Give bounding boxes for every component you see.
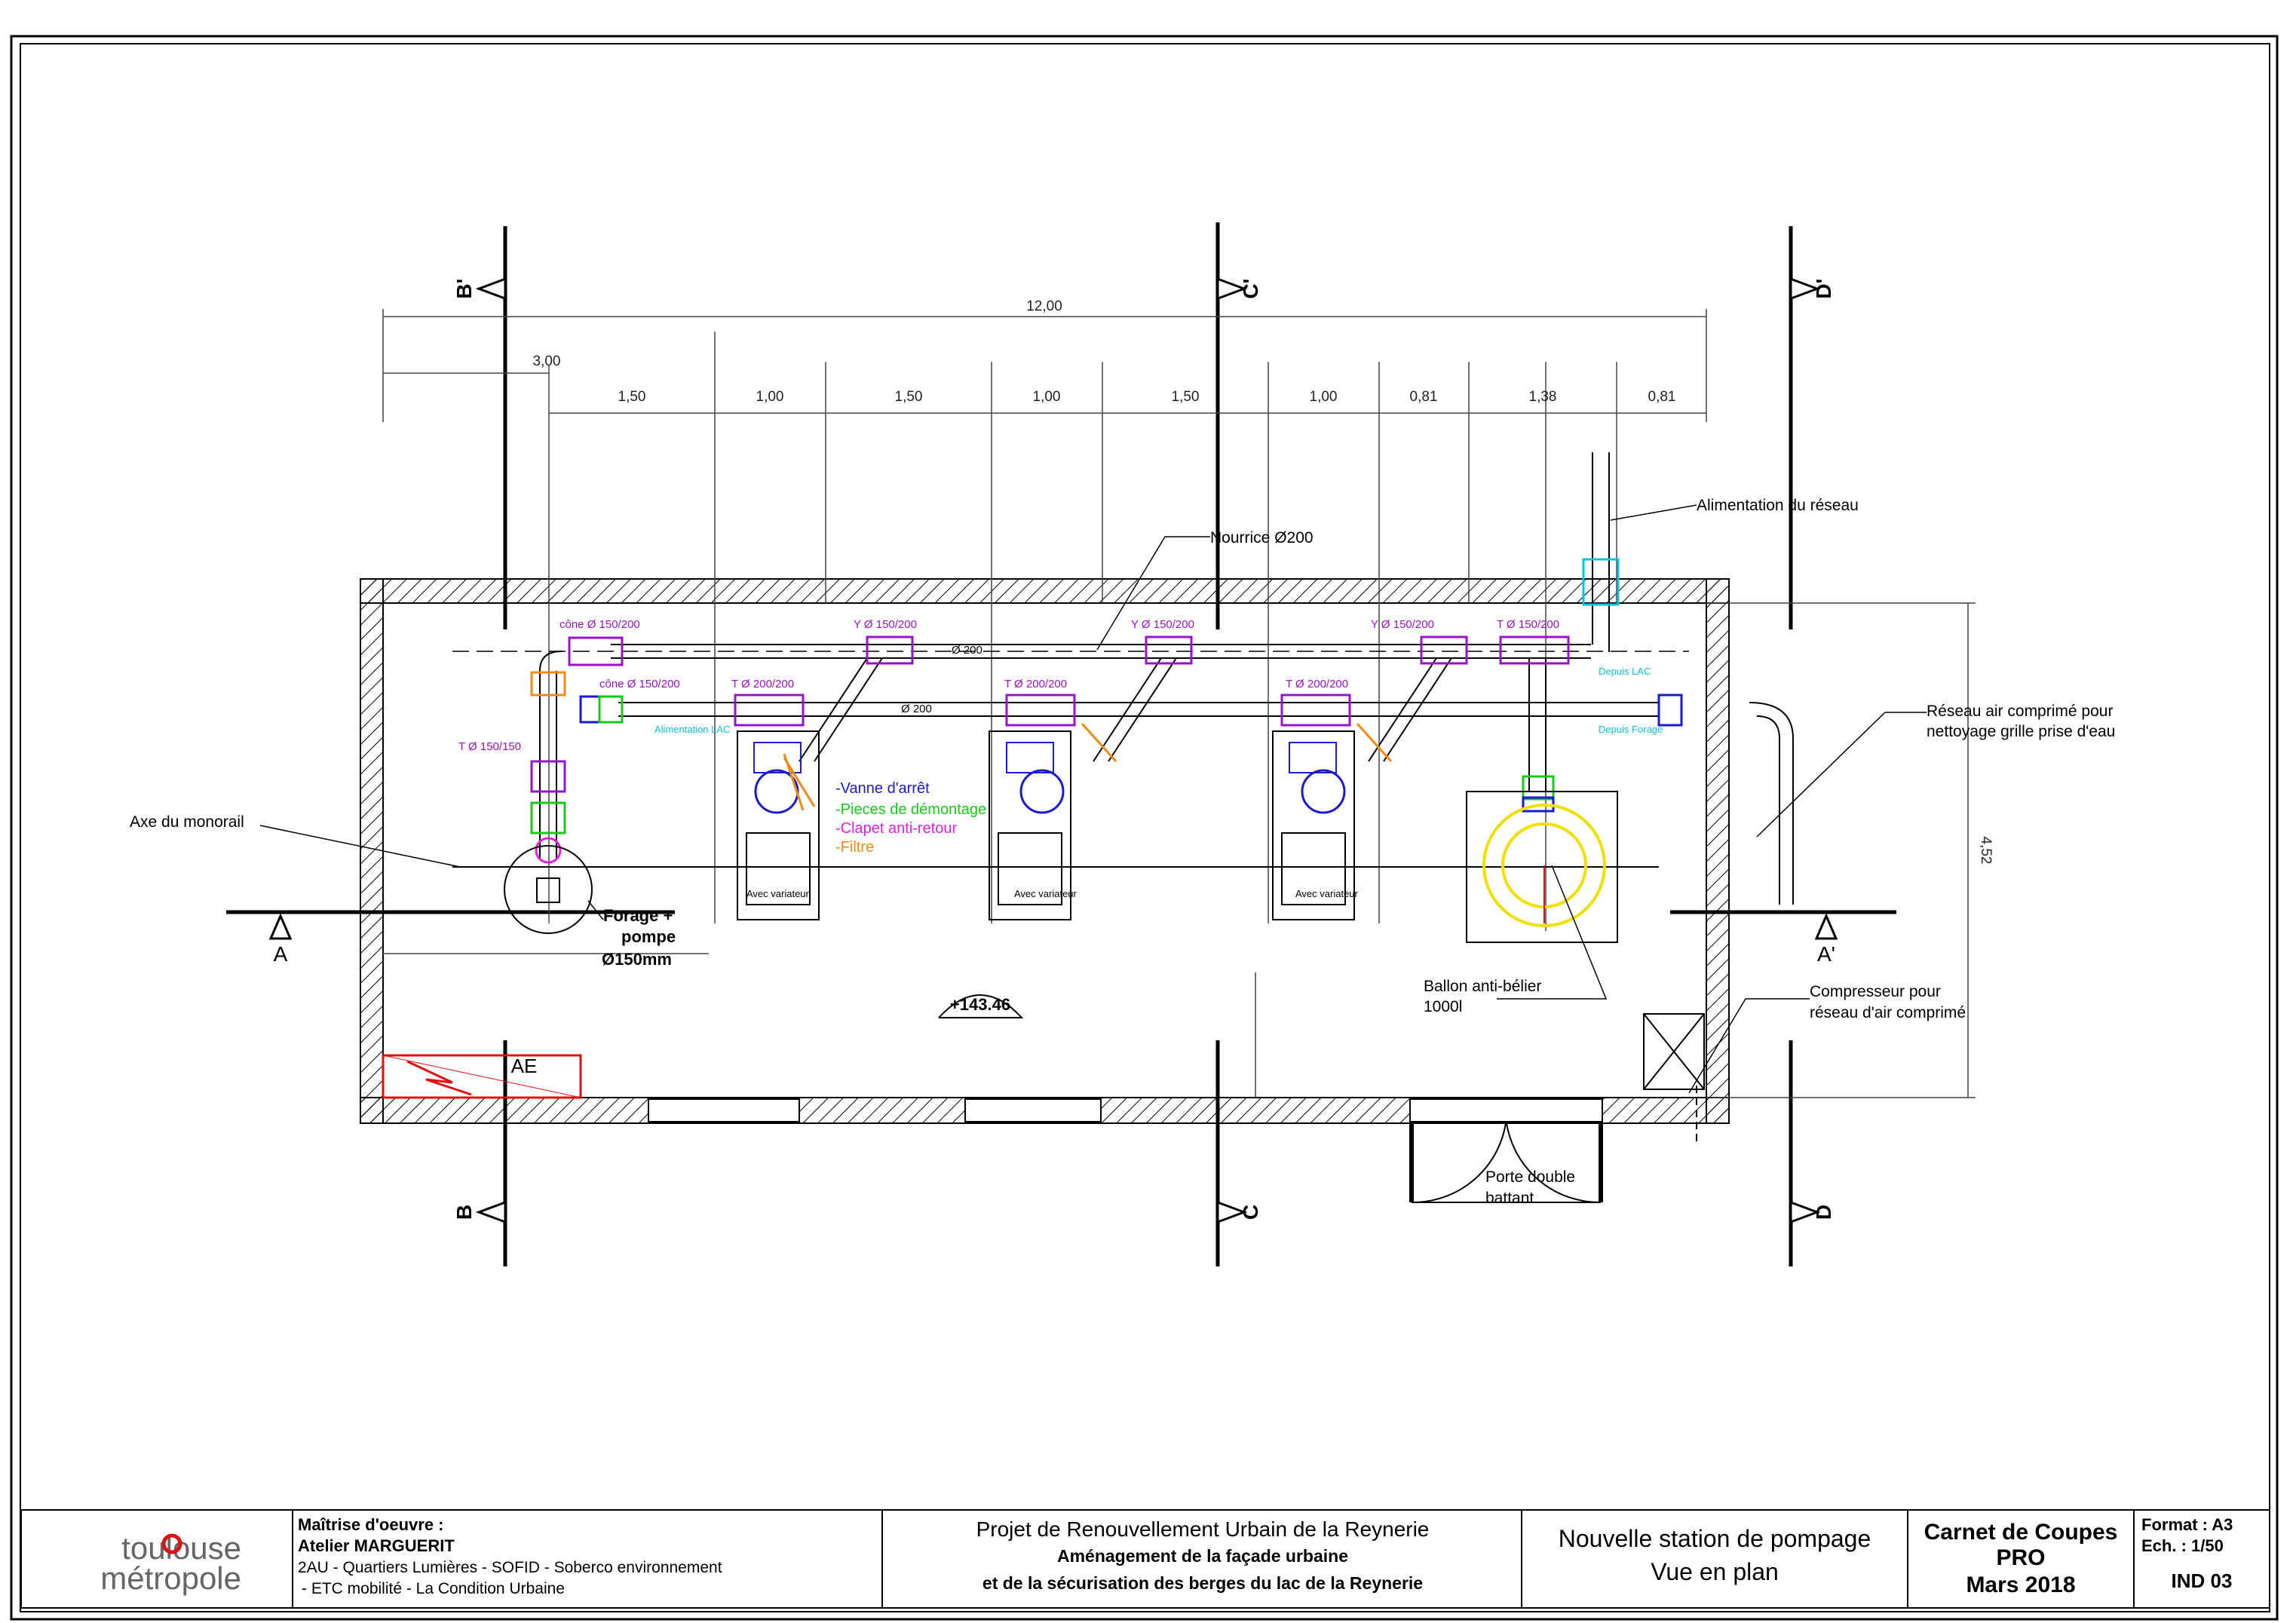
annotation-forage-line3: Ø150mm	[602, 950, 672, 969]
section-label-b-prime: B'	[452, 279, 476, 299]
ae-box	[382, 1054, 582, 1099]
dim-segment: 1,50	[895, 389, 923, 405]
annotation-alimentation: Alimentation du réseau	[1697, 497, 1859, 514]
annotation-air-line1: Réseau air comprimé pour	[1927, 703, 2113, 720]
dim-first: 3,00	[533, 354, 561, 369]
double-door	[1409, 1122, 1603, 1204]
ae-label: AE	[511, 1055, 538, 1077]
dim-segment: 1,50	[1172, 389, 1200, 405]
index-value: IND 03	[2172, 1569, 2233, 1592]
logo: toulouse métropole	[100, 1530, 241, 1596]
scale-value: Ech. : 1/50	[2141, 1536, 2224, 1555]
legend-pieces: -Pieces de démontage	[835, 801, 986, 818]
section-label-b: B	[452, 1205, 476, 1220]
annotation-ballon-line1: Ballon anti-bélier	[1424, 978, 1541, 995]
subject-line2: Vue en plan	[1651, 1558, 1779, 1585]
project-title: Projet de Renouvellement Urbain de la Re…	[976, 1517, 1430, 1541]
pipe-label-depuis-forage: Depuis Forage	[1599, 724, 1663, 735]
sheet-border-inner	[20, 43, 2270, 1612]
dim-segment: 1,00	[1033, 389, 1061, 405]
legend-filtre: -Filtre	[835, 839, 874, 856]
moe-name: Atelier MARGUERIT	[298, 1536, 455, 1555]
pump-3	[1272, 730, 1355, 920]
project-line3: et de la sécurisation des berges du lac …	[982, 1573, 1423, 1593]
pipe-label-depuis-lac: Depuis LAC	[1599, 666, 1651, 677]
carnet-line3: Mars 2018	[1966, 1572, 2075, 1597]
pipe-label-t3: T Ø 200/200	[1286, 678, 1348, 691]
pipe-label-d-mid: Ø 200	[901, 703, 932, 715]
annotation-compresseur-line2: réseau d'air comprimé	[1810, 1004, 1966, 1021]
section-label-d-prime: D'	[1812, 279, 1835, 299]
dim-segment: 1,00	[756, 389, 784, 405]
sheet-border-outer	[10, 35, 2279, 1621]
building-walls	[360, 578, 1730, 1124]
pipe-label-t2: T Ø 200/200	[1004, 678, 1067, 691]
section-label-d: D	[1812, 1205, 1835, 1220]
annotation-porte-line1: Porte double	[1485, 1168, 1575, 1186]
pipe-label-alim-lac: Alimentation LAC	[654, 724, 730, 735]
project-line2: Aménagement de la façade urbaine	[1057, 1546, 1348, 1566]
logo-line2: métropole	[100, 1560, 241, 1596]
annotation-monorail: Axe du monorail	[130, 813, 244, 831]
title-block-frame	[20, 1509, 2270, 1609]
carnet-line2: PRO	[1996, 1545, 2045, 1570]
ballon-anti-belier	[1466, 791, 1618, 943]
pipe-label-y3: Y Ø 150/200	[1371, 618, 1434, 631]
section-label-a: A	[274, 942, 288, 966]
dim-segment: 0,81	[1648, 389, 1676, 405]
legend-clapet: -Clapet anti-retour	[835, 820, 958, 837]
pipe-label-t-left: T Ø 150/150	[458, 740, 521, 753]
pump-label-2: Avec variateur	[1014, 888, 1077, 899]
pipe-label-y4: T Ø 150/200	[1497, 618, 1559, 631]
format-value: Format : A3	[2141, 1515, 2233, 1534]
section-arrows	[268, 277, 1838, 1224]
dim-segment: 1,38	[1529, 389, 1557, 405]
annotation-forage-line1: Forage +	[603, 906, 673, 925]
dim-segment: 1,50	[618, 389, 646, 405]
pipe-network	[539, 452, 1794, 905]
forage-well	[504, 845, 593, 934]
level-value: +143.46	[950, 995, 1010, 1014]
pipe-label-cone-top: cône Ø 150/200	[559, 618, 640, 631]
moe-line2: - ETC mobilité - La Condition Urbaine	[302, 1580, 565, 1597]
leader-lines	[259, 504, 1927, 1094]
pipe-label-y1: Y Ø 150/200	[854, 618, 917, 631]
annotation-air-line2: nettoyage grille prise d'eau	[1927, 723, 2115, 740]
subject-line1: Nouvelle station de pompage	[1559, 1525, 1871, 1552]
pipe-label-d-top: Ø 200	[952, 644, 982, 657]
annotation-nourrice: Nourrice Ø200	[1210, 529, 1314, 547]
moe-line1: 2AU - Quartiers Lumières - SOFID - Sober…	[298, 1559, 722, 1576]
pipe-label-y2: Y Ø 150/200	[1131, 618, 1194, 631]
annotation-porte-line2: battant	[1485, 1190, 1534, 1207]
dim-segment: 1,00	[1310, 389, 1338, 405]
pump-2	[989, 730, 1071, 920]
carnet-line1: Carnet de Coupes	[1924, 1520, 2118, 1545]
section-label-c: C	[1239, 1205, 1262, 1220]
annotation-forage-line2: pompe	[621, 927, 676, 946]
pump-label-1: Avec variateur	[746, 888, 810, 899]
section-label-c-prime: C'	[1239, 279, 1262, 299]
annotation-compresseur-line1: Compresseur pour	[1810, 983, 1941, 1000]
legend-vanne: -Vanne d'arrêt	[835, 780, 930, 797]
pipe-label-t1: T Ø 200/200	[731, 678, 794, 691]
compressor-box	[1643, 1013, 1705, 1146]
pipe-fittings	[530, 558, 1683, 864]
dim-overall: 12,00	[1026, 299, 1062, 314]
moe-title: Maîtrise d'oeuvre :	[298, 1515, 444, 1534]
section-label-a-prime: A'	[1817, 942, 1835, 966]
dim-height: 4,52	[1978, 837, 1994, 865]
pump-label-3: Avec variateur	[1295, 888, 1359, 899]
dimension-lines	[382, 309, 1976, 1098]
annotation-ballon-line2: 1000l	[1424, 998, 1462, 1015]
dim-segment: 0,81	[1410, 389, 1438, 405]
pipe-label-cone-mid: cône Ø 150/200	[599, 678, 680, 691]
logo-line1: toulouse	[121, 1530, 241, 1566]
level-marker	[938, 994, 1024, 1018]
